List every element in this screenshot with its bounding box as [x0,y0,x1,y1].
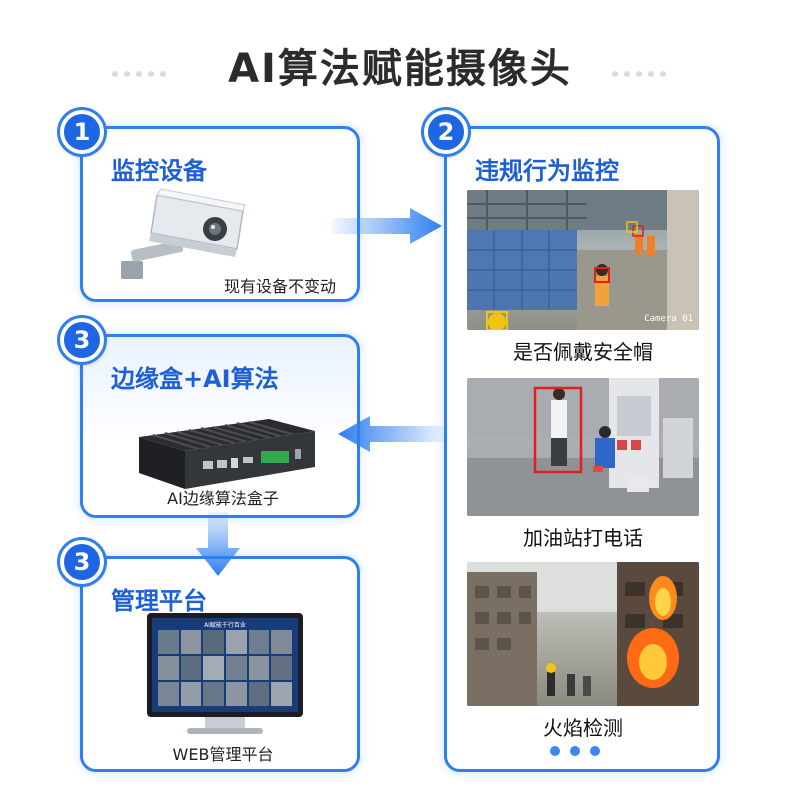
step-badge: 3 [60,318,104,362]
photo-fire-detection [467,562,699,706]
fire-scene [467,562,699,706]
title-decoration-left [112,62,182,77]
construction-scene [467,190,699,330]
gas-station-scene [467,378,699,516]
step-badge: 2 [424,110,468,154]
arrow-right-icon [332,208,442,244]
page-title: AI算法赋能摄像头 [228,46,572,92]
step-title: 违规行为监控 [475,157,619,185]
step-card-management-platform: 管理平台 AI赋能千行百业 WEB管理平台 [80,556,360,772]
photo-caption: 火焰检测 [543,716,623,740]
pager-dot[interactable] [570,746,580,756]
title-decoration-right [612,62,682,77]
step-title: 管理平台 [111,587,207,615]
step-caption: 现有设备不变动 [223,277,336,296]
step-caption: WEB管理平台 [172,745,274,764]
step-title: 监控设备 [111,157,207,185]
pager-dot[interactable] [590,746,600,756]
photo-caption: 加油站打电话 [523,526,643,550]
monitor-screen-title: AI赋能千行百业 [204,622,246,629]
photo-helmet-detection: Camera 01 [467,190,699,330]
monitor-video-grid [158,630,292,706]
cctv-camera-icon [121,188,246,279]
step-caption: AI边缘算法盒子 [167,489,279,508]
pager-dot[interactable] [550,746,560,756]
step-card-edge-box: 边缘盒+AI算法 AI边缘算法盒子 [80,334,360,518]
arrow-down-icon [196,512,240,576]
carousel-pager[interactable] [550,746,600,756]
camera-overlay-label: Camera 01 [644,314,693,324]
photo-phone-detection [467,378,699,516]
step-card-monitoring-device: 监控设备 现有设备不变动 [80,126,360,302]
step-badge: 3 [60,540,104,584]
step-badge: 1 [60,110,104,154]
arrow-left-icon [338,416,448,452]
monitor-icon: AI赋能千行百业 [147,613,303,737]
step-title: 边缘盒+AI算法 [111,365,279,393]
edge-box-icon [139,419,315,489]
photo-caption: 是否佩戴安全帽 [513,340,653,364]
